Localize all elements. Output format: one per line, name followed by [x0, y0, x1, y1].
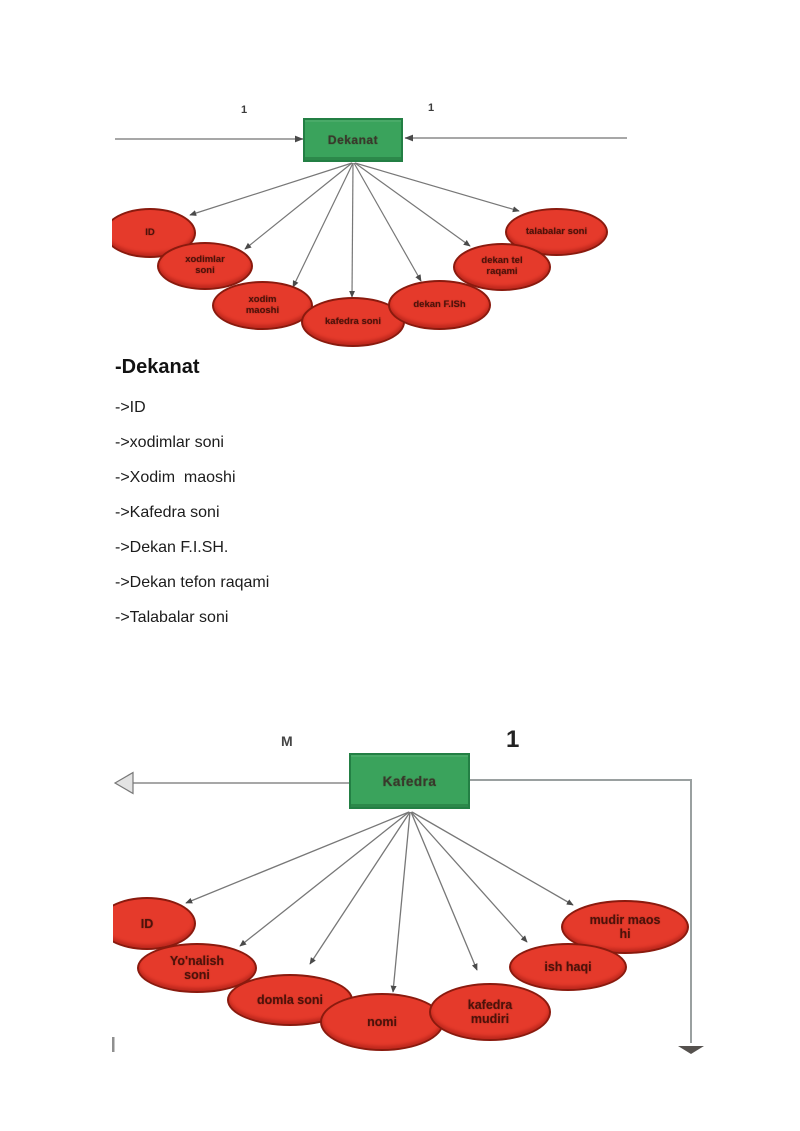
attribute-ellipse-dekan-fish: dekan F.ISh	[388, 280, 491, 330]
attribute-label: xodim maoshi	[245, 293, 280, 316]
attribute-label: domla soni	[257, 993, 323, 1007]
arrowhead-icon	[404, 134, 413, 142]
attribute-list-item: ->xodimlar soni	[115, 434, 224, 451]
attribute-label: ID	[140, 916, 154, 931]
attribute-list-item: ->Kafedra soni	[115, 504, 220, 521]
attribute-label: ID	[145, 226, 155, 238]
entity-kafedra: Kafedra	[349, 753, 470, 809]
left-arrow-icon	[113, 771, 134, 795]
attribute-list: -Dekanat ->ID ->xodimlar soni ->Xodim ma…	[115, 356, 269, 644]
attribute-ellipse-ish-haqi: ish haqi	[509, 943, 627, 991]
entity-label: Kafedra	[382, 773, 437, 789]
attribute-label: mudir maos hi	[589, 913, 661, 941]
cardinality-right: 1	[428, 102, 435, 114]
cardinality-left: M	[281, 733, 293, 749]
attribute-ellipse-xodim-maoshi: xodim maoshi	[212, 281, 313, 330]
cardinality-left: 1	[241, 104, 248, 116]
attribute-label: kafedra mudiri	[467, 998, 513, 1026]
attribute-ellipse-kafedra-mudiri: kafedra mudiri	[429, 983, 551, 1041]
attribute-list-item: ->ID	[115, 399, 146, 416]
entity-dekanat: Dekanat	[303, 118, 403, 162]
attribute-list-item: ->Dekan F.I.SH.	[115, 539, 229, 556]
entity-label: Dekanat	[327, 133, 379, 147]
attribute-ellipse-nomi: nomi	[320, 993, 444, 1051]
attribute-label: talabalar soni	[525, 225, 588, 237]
attribute-ellipse-xodimlar-soni: xodimlar soni	[157, 242, 253, 290]
attribute-ellipse-id: ID	[113, 897, 196, 951]
attribute-label: kafedra soni	[325, 315, 381, 327]
attribute-label: ish haqi	[544, 960, 592, 974]
cardinality-right: 1	[506, 726, 520, 753]
attribute-list-heading: -Dekanat	[115, 356, 200, 378]
attribute-list-item: ->Dekan tefon raqami	[115, 574, 270, 591]
attribute-label: nomi	[367, 1015, 397, 1029]
attribute-ellipse-kafedra-soni: kafedra soni	[301, 297, 405, 347]
attribute-label: dekan F.ISh	[413, 298, 466, 310]
attribute-label: Yo'nalish soni	[169, 954, 225, 982]
attribute-label: dekan tel raqami	[481, 255, 523, 277]
attribute-label: xodimlar soni	[185, 254, 225, 276]
attribute-list-item: ->Talabalar soni	[115, 609, 229, 626]
down-arrow-icon	[678, 1046, 704, 1054]
attribute-list-item: ->Xodim maoshi	[115, 469, 236, 486]
page-artifact	[112, 1037, 115, 1052]
attribute-ellipse-dekan-tel-raqami: dekan tel raqami	[453, 243, 551, 291]
